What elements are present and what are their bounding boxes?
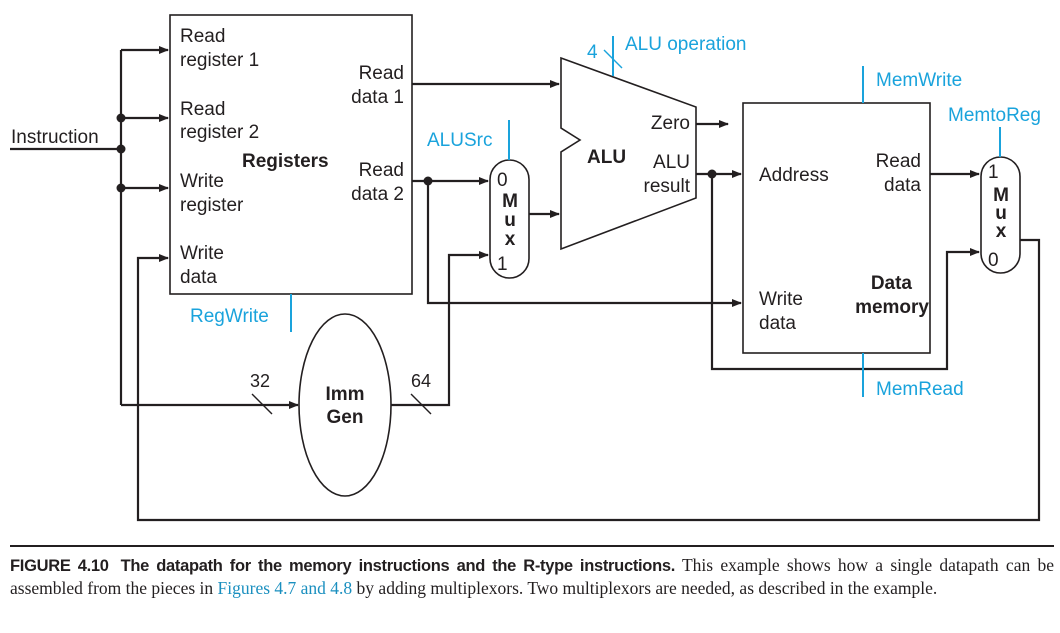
memtoreg-mux-input-1: 1 xyxy=(988,162,999,183)
regwrite-label: RegWrite xyxy=(190,306,269,327)
imm-in-width-label: 32 xyxy=(250,371,270,391)
memread-label: MemRead xyxy=(876,379,964,400)
imm-out-width-label: 64 xyxy=(411,371,431,391)
wire-alu-bypass xyxy=(710,174,980,371)
caption-text: This example shows how a single datapath… xyxy=(10,555,1054,598)
figure-caption: FIGURE 4.10 The datapath for the memory i… xyxy=(10,554,1054,599)
figure-reference-link[interactable]: Figures 4.7 and 4.8 xyxy=(217,578,353,598)
address-label: Address xyxy=(759,165,829,186)
memtoreg-label: MemtoReg xyxy=(948,105,1041,126)
alusrc-label: ALUSrc xyxy=(427,130,492,151)
alu-operation-width: 4 xyxy=(587,42,598,63)
width-slash-64 xyxy=(410,393,432,415)
width-slash-32 xyxy=(251,393,273,415)
alu-zero-label: Zero xyxy=(651,113,690,134)
data-memory-block xyxy=(742,102,931,354)
memwrite-label: MemWrite xyxy=(876,70,962,91)
instruction-label: Instruction xyxy=(11,127,99,148)
wire-to-mem-write-data xyxy=(426,181,742,307)
alu-block xyxy=(560,56,697,251)
junction-dot xyxy=(116,183,126,193)
alu-title: ALU xyxy=(587,147,626,168)
memtoreg-mux-input-0: 0 xyxy=(988,250,999,271)
registers-title: Registers xyxy=(242,151,329,172)
caption-divider xyxy=(10,545,1054,547)
imm-gen-block xyxy=(298,313,392,497)
alusrc-mux-input-0: 0 xyxy=(497,170,508,191)
alu-operation-width-slash xyxy=(603,49,623,69)
wire-imm-to-mux xyxy=(391,251,489,407)
junction-dot xyxy=(116,144,126,154)
alu-operation-label: ALU operation xyxy=(625,34,746,55)
registers-block xyxy=(169,14,413,295)
caption-text-end: by adding multiplexors. Two multiplexors… xyxy=(352,578,938,598)
figure-title: The datapath for the memory instructions… xyxy=(120,557,676,575)
junction-dot xyxy=(116,113,126,123)
figure-number: FIGURE 4.10 xyxy=(10,557,109,575)
alusrc-mux-input-1: 1 xyxy=(497,254,508,275)
wire-writeback xyxy=(136,238,1041,522)
